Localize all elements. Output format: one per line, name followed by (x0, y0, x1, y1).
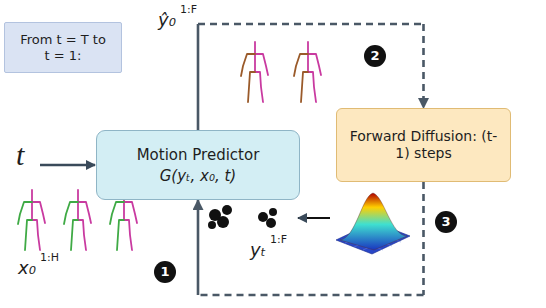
loop-note-box: From t = T to t = 1: (4, 22, 122, 73)
noise-blobs (208, 205, 277, 229)
callout-number: 1 (154, 261, 176, 283)
callout-circle (154, 261, 176, 283)
skeleton-figure (294, 42, 321, 102)
process-box: Motion PredictorG(yₜ, x₀, t) (96, 130, 300, 200)
skeleton-figure (18, 190, 45, 250)
callout-circle (364, 45, 386, 67)
node-title: From t = T to t = 1: (19, 32, 107, 63)
input-arrow (40, 164, 95, 167)
output-symbol: ŷ₀ (158, 10, 176, 30)
skeleton-figure (64, 190, 91, 250)
skeleton-figure (241, 42, 268, 102)
input-symbol: x₀ (18, 258, 36, 278)
callout-number: 2 (364, 45, 386, 67)
noise-symbol: yₜ (250, 240, 266, 260)
callout-circle (435, 211, 457, 233)
node-title: Forward Diffusion: (t-1) steps (349, 128, 499, 162)
superscript: 1:F (180, 4, 197, 16)
gaussian-surface (336, 193, 410, 254)
node-formula: G(yₜ, x₀, t) (160, 167, 236, 185)
sample-arrow (298, 217, 330, 219)
time-variable: t (16, 138, 24, 171)
callout-number: 3 (435, 211, 457, 233)
superscript: 1:H (40, 252, 59, 264)
superscript: 1:F (270, 234, 287, 246)
node-title: Motion Predictor (137, 146, 260, 164)
process-box: Forward Diffusion: (t-1) steps (336, 108, 511, 182)
